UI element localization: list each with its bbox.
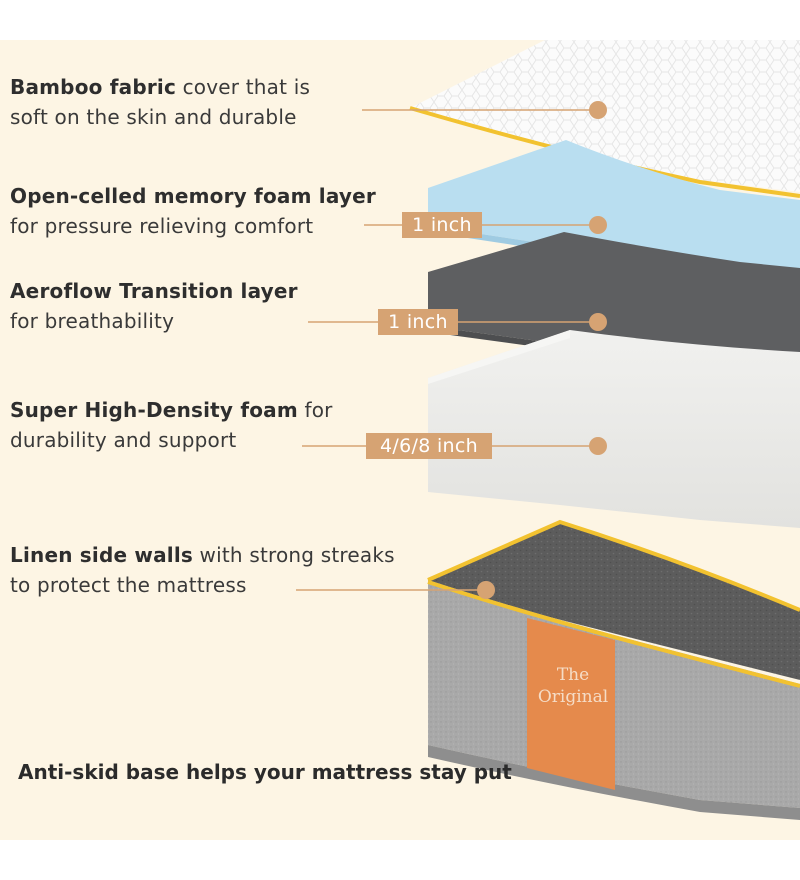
- callout-memory: Open-celled memory foam layer for pressu…: [10, 181, 376, 241]
- thickness-badge-aeroflow: 1 inch: [378, 309, 458, 335]
- callout-bamboo-line2: soft on the skin and durable: [10, 105, 297, 129]
- callout-aeroflow: Aeroflow Transition layer for breathabil…: [10, 276, 298, 336]
- callout-linen-bold: Linen side walls: [10, 543, 193, 567]
- marker-dot-hdfoam: [589, 437, 607, 455]
- callout-linen-line2: to protect the mattress: [10, 573, 247, 597]
- marker-dots: [477, 101, 607, 599]
- callout-linen: Linen side walls with strong streaks to …: [10, 540, 395, 600]
- callout-bamboo-rest: cover that is: [176, 75, 311, 99]
- hd-foam-layer: [428, 330, 800, 528]
- marker-dot-memory: [589, 216, 607, 234]
- footer-caption: Anti-skid base helps your mattress stay …: [18, 760, 512, 784]
- callout-aeroflow-line2: for breathability: [10, 309, 175, 333]
- callout-memory-line2: for pressure relieving comfort: [10, 214, 314, 238]
- marker-dot-bamboo: [589, 101, 607, 119]
- callout-bamboo: Bamboo fabric cover that is soft on the …: [10, 72, 310, 132]
- marker-dot-aeroflow: [589, 313, 607, 331]
- thickness-badge-memory: 1 inch: [402, 212, 482, 238]
- thickness-badge-hdfoam: 4/6/8 inch: [366, 433, 492, 459]
- callout-memory-bold: Open-celled memory foam layer: [10, 184, 376, 208]
- product-tag: The Original: [527, 618, 615, 790]
- callout-aeroflow-bold: Aeroflow Transition layer: [10, 279, 298, 303]
- tag-line2: Original: [538, 687, 608, 707]
- callout-bamboo-bold: Bamboo fabric: [10, 75, 177, 99]
- callout-hdfoam-line2: durability and support: [10, 428, 237, 452]
- callout-hdfoam-bold: Super High-Density foam: [10, 398, 298, 422]
- tag-line1: The: [557, 665, 589, 685]
- marker-dot-linen: [477, 581, 495, 599]
- callout-hdfoam-rest: for: [297, 398, 333, 422]
- callout-hdfoam: Super High-Density foam for durability a…: [10, 395, 333, 455]
- callout-linen-rest: with strong streaks: [193, 543, 395, 567]
